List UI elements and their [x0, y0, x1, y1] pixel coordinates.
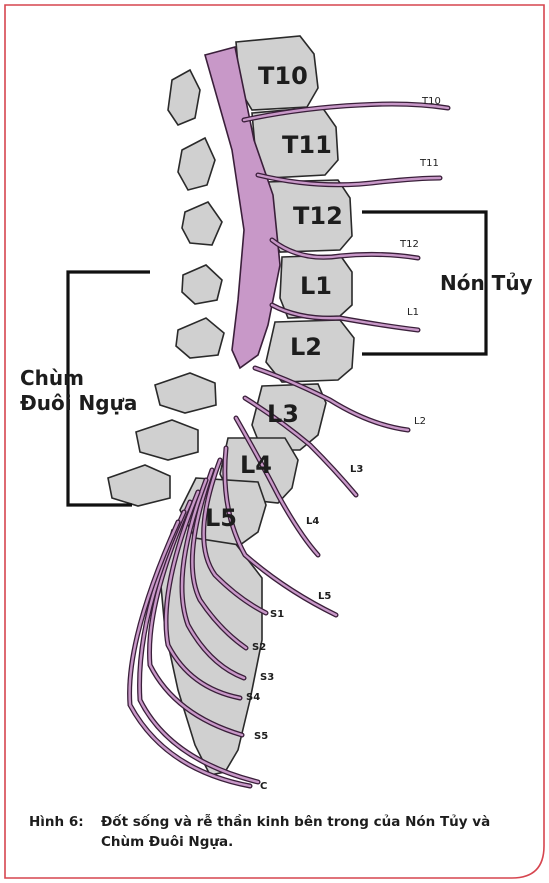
nerve-label-S1: S1 [270, 609, 284, 620]
nerve-label-S2: S2 [252, 642, 266, 653]
nerve-label-T11: T11 [419, 158, 439, 169]
caption-number: Hình 6: [29, 812, 84, 832]
nerve-label-L4: L4 [306, 516, 319, 527]
label-L1: L1 [300, 272, 332, 300]
nerve-label-L1: L1 [407, 307, 419, 318]
label-L5: L5 [205, 504, 237, 532]
nerve-label-S4: S4 [246, 692, 260, 703]
process-2 [178, 138, 215, 190]
nerve-label-L3: L3 [350, 464, 363, 475]
cauda-label-line2: Đuôi Ngựa [20, 391, 137, 415]
process-8 [108, 465, 170, 506]
spinous-processes [108, 70, 224, 506]
label-L3: L3 [267, 400, 299, 428]
label-T12: T12 [293, 202, 343, 230]
nerve-label-T12: T12 [399, 239, 419, 250]
nerve-label-L2: L2 [414, 416, 426, 427]
nerve-label-C: C [260, 781, 267, 792]
process-3 [182, 202, 222, 245]
process-1 [168, 70, 200, 125]
conus-label: Nón Tủy [440, 271, 533, 295]
process-4 [182, 265, 222, 304]
label-L4: L4 [240, 451, 272, 479]
label-T10: T10 [258, 62, 308, 90]
caption-text: Đốt sống và rễ thần kinh bên trong của N… [101, 812, 521, 852]
nerve-label-S5: S5 [254, 731, 268, 742]
nerve-label-L5: L5 [318, 591, 331, 602]
nerve-label-T10: T10 [421, 96, 441, 107]
process-5 [176, 318, 224, 358]
process-7 [136, 420, 198, 460]
cauda-label-line1: Chùm [20, 366, 84, 390]
label-T11: T11 [282, 131, 332, 159]
label-L2: L2 [290, 333, 322, 361]
nerve-label-S3: S3 [260, 672, 274, 683]
process-6 [155, 373, 216, 413]
